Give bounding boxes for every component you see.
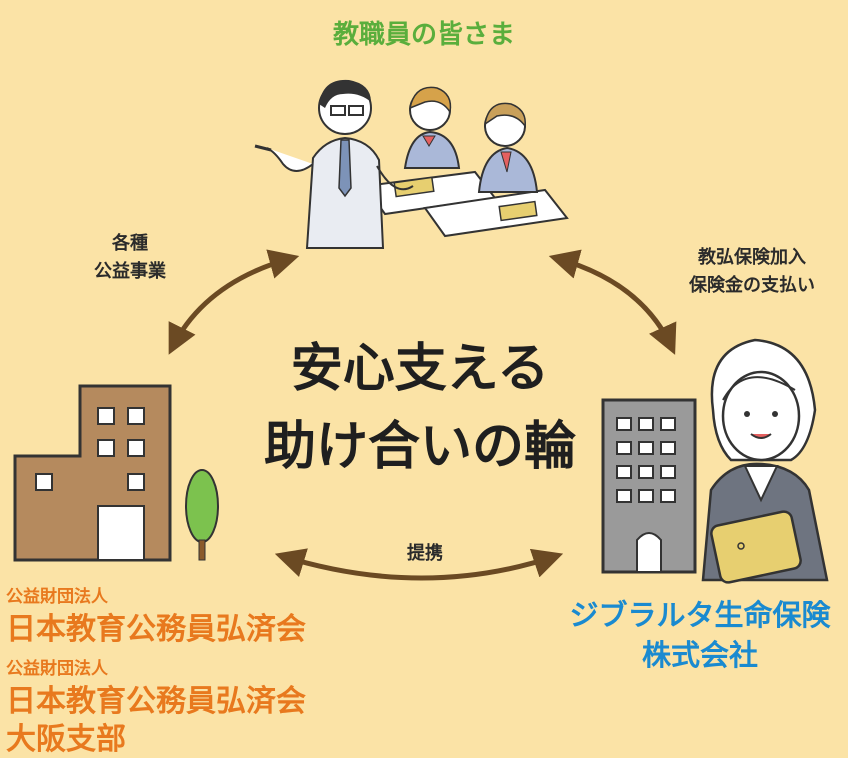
partnership-label: 提携: [407, 543, 443, 564]
org2-branch: 大阪支部: [6, 722, 126, 757]
public-services-label: 各種 公益事業: [60, 230, 200, 286]
gibraltar-building-woman-illustration: [601, 338, 829, 584]
insurance-line2: 保険金の支払い: [689, 275, 815, 296]
org2-name: 日本教育公務員弘済会: [6, 684, 306, 719]
center-title: 安心支える 助け合いの輪: [200, 330, 640, 486]
org2-type: 公益財団法人: [6, 659, 108, 679]
teachers-label: 教職員の皆さま: [332, 20, 515, 50]
bottom-arrow: [274, 548, 564, 581]
org1-type: 公益財団法人: [6, 587, 108, 607]
insurance-line1: 教弘保険加入: [698, 247, 806, 268]
gibraltar-name-line1: ジブラルタ生命保険: [569, 598, 831, 632]
teacher-students-illustration: [254, 79, 569, 249]
right-arrow: [548, 249, 677, 355]
public-services-line2: 公益事業: [94, 261, 166, 282]
gibraltar-name-line2: 株式会社: [641, 638, 758, 672]
center-title-line2: 助け合いの輪: [263, 417, 576, 477]
kosaikai-building-icon: [13, 384, 219, 562]
left-arrow: [168, 249, 300, 355]
center-title-line1: 安心支える: [290, 339, 550, 399]
org1-name: 日本教育公務員弘済会: [6, 612, 306, 647]
public-services-line1: 各種: [112, 233, 148, 254]
insurance-label: 教弘保険加入 保険金の支払い: [662, 244, 842, 300]
